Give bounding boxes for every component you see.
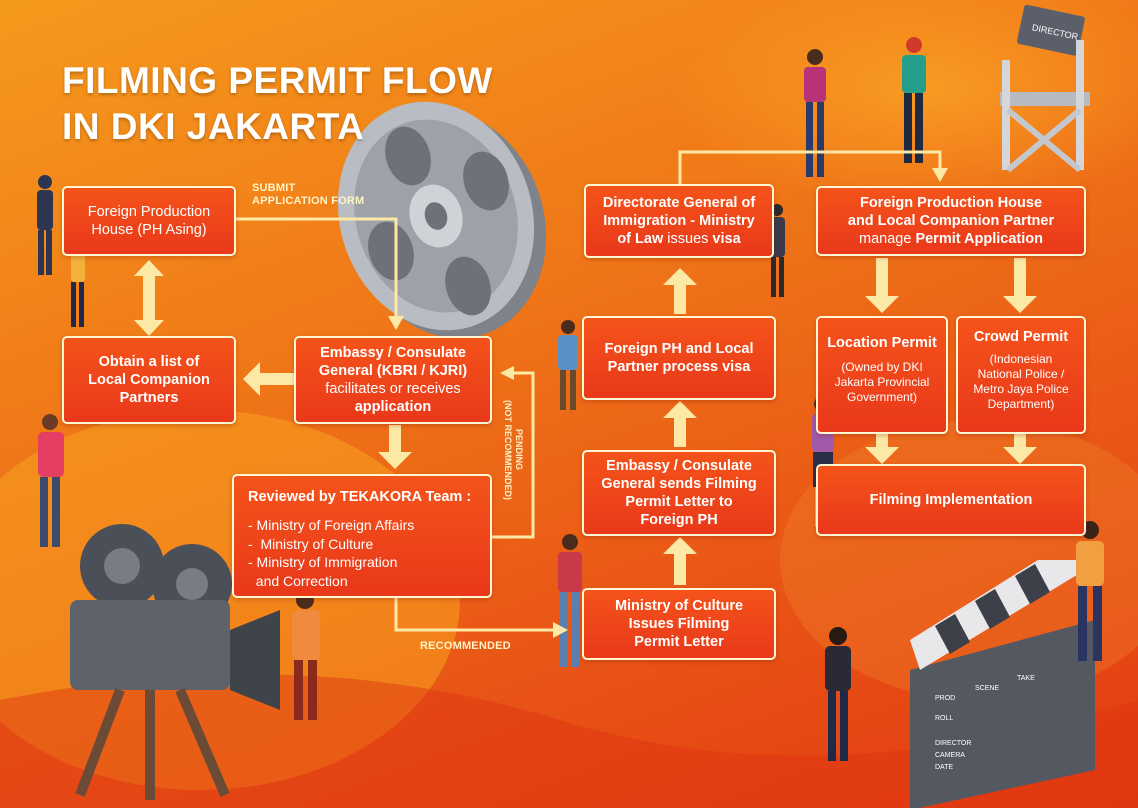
list-item: - Ministry of Culture [248, 535, 374, 552]
clapper-camera: CAMERA [935, 752, 965, 759]
list-item: and Correction [248, 572, 348, 589]
list-item: - Ministry of Immigration [248, 554, 398, 570]
node-process-visa: Foreign PH and Local Partner process vis… [582, 316, 776, 400]
clapper-director: DIRECTOR [935, 740, 971, 747]
node-dg-immigration: Directorate General of Immigration - Min… [584, 184, 774, 258]
clapperboard-illustration: PROD SCENE TAKE ROLL DIRECTOR CAMERA DAT… [910, 560, 1095, 808]
node-text: application [354, 399, 432, 415]
node-text: of Law issues visa [617, 230, 740, 248]
node-text: Obtain a list of [98, 354, 200, 370]
arrow-location-to-implementation [865, 433, 899, 464]
node-subtext: (Indonesian [989, 352, 1053, 366]
node-location-permit: Location Permit (Owned by DKI Jakarta Pr… [816, 316, 948, 434]
clapper-roll: ROLL [935, 715, 953, 722]
arrow-culture-to-embassy [663, 537, 697, 585]
list-item: - Ministry of Foreign Affairs [248, 517, 415, 533]
node-subtext: Jakarta Provincial [834, 375, 930, 389]
arrow-visa-to-immigration [663, 268, 697, 314]
edge-label-text: APPLICATION FORM [252, 195, 365, 207]
person-figure [37, 175, 53, 275]
film-reel-illustration [337, 101, 547, 339]
page-title: FILMING PERMIT FLOW IN DKI JAKARTA [62, 58, 493, 150]
title-line-1: FILMING PERMIT FLOW [62, 60, 493, 101]
node-crowd-permit: Crowd Permit (Indonesian National Police… [956, 316, 1086, 434]
node-text: facilitates or receives [325, 381, 461, 397]
node-subtext: Department) [987, 397, 1055, 411]
node-text: Partner process visa [607, 359, 751, 375]
node-text-bold: Permit Application [915, 231, 1043, 247]
node-heading: Crowd Permit [973, 329, 1069, 345]
edge-label-text: SUBMIT [252, 182, 296, 194]
clapper-take: TAKE [1017, 675, 1035, 682]
node-text-plain: manage [859, 231, 916, 247]
arrow-letter-to-visa [663, 401, 697, 447]
node-embassy-sends-letter: Embassy / Consulate General sends Filmin… [582, 450, 776, 536]
node-text: General (KBRI / KJRI) [318, 363, 468, 379]
node-manage-permit-application: Foreign Production House and Local Compa… [816, 186, 1086, 256]
arrow-embassy-to-list [243, 362, 296, 396]
node-obtain-companion-list: Obtain a list of Local Companion Partner… [62, 336, 236, 424]
edge-label-recommended: RECOMMENDED [420, 640, 511, 653]
clapper-date: DATE [935, 764, 953, 771]
node-subtext: (Owned by DKI [841, 360, 923, 374]
node-text: Foreign PH [640, 512, 718, 528]
node-text-bold: visa [712, 231, 741, 247]
director-chair-illustration: DIRECTOR [1000, 4, 1090, 173]
arrow-manage-to-location [865, 258, 899, 313]
node-text-plain: issues [663, 231, 713, 247]
node-embassy-facilitates: Embassy / Consulate General (KBRI / KJRI… [294, 336, 492, 424]
node-text-bold: of Law [617, 231, 664, 247]
node-subtext: Metro Jaya Police [973, 382, 1069, 396]
title-line-2: IN DKI JAKARTA [62, 106, 365, 147]
node-subtext: Government) [846, 390, 918, 404]
node-text: Permit Letter [634, 634, 724, 650]
node-ministry-culture-issues: Ministry of Culture Issues Filming Permi… [582, 588, 776, 660]
edge-label-text: (NOT RECOMMENDED) [503, 400, 513, 500]
node-text: Issues Filming [628, 616, 730, 632]
review-heading: Reviewed by TEKAKORA Team : [248, 489, 472, 505]
node-text: Embassy / Consulate [606, 458, 752, 474]
edge-label-pending: PENDING (NOT RECOMMENDED) [502, 400, 524, 500]
line-submit-application [236, 217, 398, 322]
node-text: Filming Implementation [869, 492, 1033, 508]
node-text: Partners [119, 390, 179, 406]
clapper-scene: SCENE [975, 685, 999, 692]
arrow-crowd-to-implementation [1003, 433, 1037, 464]
node-subtext: National Police / [977, 367, 1065, 381]
node-text: Ministry of Culture [614, 598, 744, 614]
node-text: Embassy / Consulate [320, 345, 466, 361]
node-foreign-production-house: Foreign Production House (PH Asing) [62, 186, 236, 256]
edge-label-submit: SUBMIT APPLICATION FORM [252, 182, 364, 208]
node-text: General sends Filming [601, 476, 757, 492]
node-text: Directorate General of [602, 195, 756, 211]
node-tekakora-review: Reviewed by TEKAKORA Team : - Ministry o… [232, 474, 492, 598]
double-arrow-ph-list [134, 260, 164, 336]
movie-camera-illustration [70, 524, 280, 800]
edge-label-text: RECOMMENDED [420, 640, 511, 652]
clapper-prod: PROD [935, 695, 955, 702]
line-pending-loop [492, 371, 535, 539]
node-text: Immigration - Ministry [603, 213, 755, 229]
node-text: manage Permit Application [859, 230, 1043, 248]
node-text: and Local Companion Partner [847, 213, 1055, 229]
edge-label-text: PENDING [514, 429, 524, 471]
node-text: Local Companion [88, 372, 210, 388]
arrow-manage-to-crowd [1003, 258, 1037, 313]
node-text: Permit Letter to [625, 494, 733, 510]
node-text: Foreign PH and Local [604, 341, 754, 357]
line-immigration-to-manage [678, 150, 942, 184]
review-ministry-list: - Ministry of Foreign Affairs - Ministry… [248, 516, 414, 590]
node-text: Foreign Production House [859, 195, 1043, 211]
line-recommended [394, 598, 558, 632]
arrow-embassy-to-review [378, 425, 412, 469]
node-text: House (PH Asing) [91, 222, 207, 238]
node-text: Foreign Production [87, 204, 211, 220]
node-heading: Location Permit [827, 335, 937, 351]
node-filming-implementation: Filming Implementation [816, 464, 1086, 536]
